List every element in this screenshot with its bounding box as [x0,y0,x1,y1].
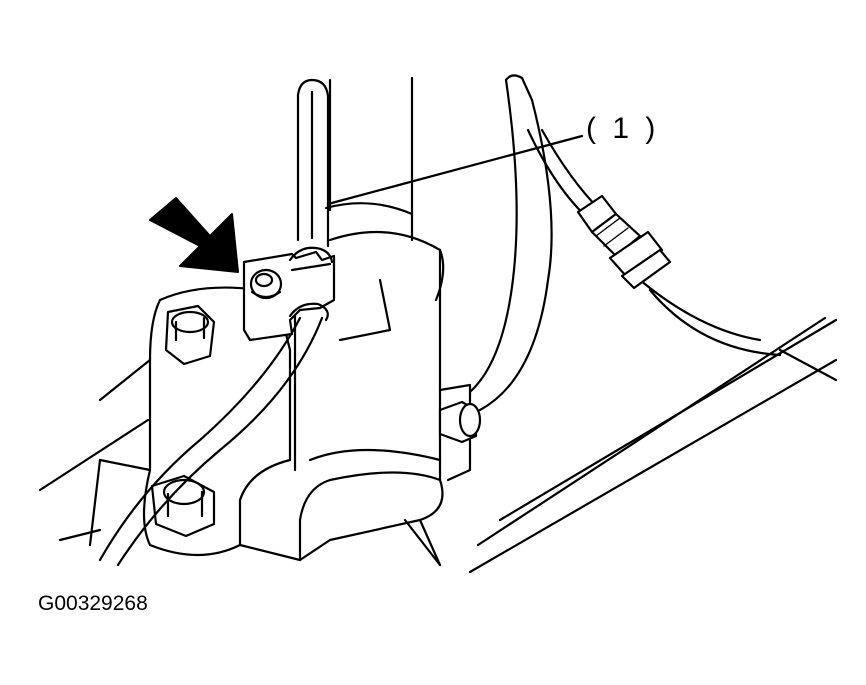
arrow-icon [149,197,239,273]
strut-bracket [293,230,472,562]
figure-id: G00329268 [38,592,148,615]
hose-clip [242,246,336,342]
sensor-grommet [438,400,482,444]
lower-bolt [150,474,216,538]
brake-hose [98,78,330,567]
frame-rail [298,316,838,574]
knuckle-plate [38,286,302,562]
strut-tube [324,76,414,242]
upper-bolt [164,304,216,366]
callout-leader [326,134,584,206]
sensor-connector [576,194,672,290]
callout-label: ( 1 ) [586,112,660,145]
